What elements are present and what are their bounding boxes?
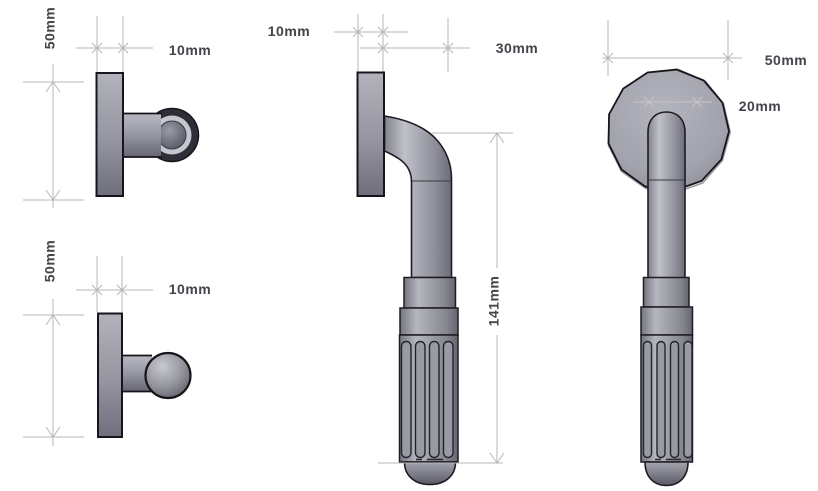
knob-model <box>97 312 192 438</box>
dim-label-thickness: 10mm <box>169 281 211 297</box>
knob-ball <box>144 351 192 400</box>
arrow-up-icon <box>45 81 61 93</box>
tick-cross-icon <box>91 42 103 54</box>
dim-thickness-lines <box>76 16 153 72</box>
handle-model-front <box>607 68 732 487</box>
dim-height-lines <box>23 299 84 446</box>
grip-collar-upper <box>642 276 690 308</box>
tick-cross-icon <box>91 284 103 296</box>
dim-label-height: 50mm <box>42 240 58 282</box>
dim-thickness-lines <box>76 256 153 312</box>
tick-cross-icon <box>691 96 703 108</box>
tick-cross-icon <box>117 42 129 54</box>
tick-cross-icon <box>377 42 389 54</box>
dim-length-lines <box>378 132 513 464</box>
grip-flutes <box>642 340 693 459</box>
stub-end-face <box>157 120 187 150</box>
handle-bend-arm <box>383 115 453 279</box>
stub-model <box>95 72 200 197</box>
stub-cylinder <box>123 114 161 157</box>
view-side-stub: 50mm 10mm <box>23 7 211 208</box>
wall-plate-side <box>95 72 124 197</box>
view-side-knob: 50mm 10mm <box>23 240 211 446</box>
arrow-up-icon <box>489 132 505 144</box>
grip-end-cap <box>403 461 457 486</box>
dim-label-length: 141mm <box>486 276 502 327</box>
dim-label-thickness: 10mm <box>268 23 310 39</box>
tick-cross-icon <box>722 52 734 64</box>
tick-cross-icon <box>602 52 614 64</box>
arrow-down-icon <box>45 426 61 438</box>
dim-diameter-lines <box>602 20 742 80</box>
dim-label-thickness: 10mm <box>169 42 211 58</box>
grip-collar-lower <box>399 307 459 336</box>
handle-tube-front <box>647 111 686 279</box>
tick-cross-icon <box>442 42 454 54</box>
dim-label-diameter: 50mm <box>765 52 807 68</box>
grip-flutes <box>400 340 454 459</box>
dim-height-lines <box>23 64 84 208</box>
tick-cross-icon <box>377 26 389 38</box>
tick-cross-icon <box>643 96 655 108</box>
tick-cross-icon <box>116 284 128 296</box>
dim-label-tube: 20mm <box>739 98 781 114</box>
grip-end-cap <box>644 461 689 487</box>
grip-collar-upper <box>403 276 457 309</box>
handle-model-side <box>356 71 459 486</box>
grip-collar-lower <box>640 306 694 336</box>
wall-plate-side <box>356 71 385 197</box>
dim-label-projection: 30mm <box>496 40 538 56</box>
arrow-down-icon <box>489 452 505 464</box>
arrow-down-icon <box>45 189 61 201</box>
wall-plate-side <box>97 312 123 438</box>
view-side-handle: 10mm 30mm 141mm <box>268 14 538 486</box>
arrow-up-icon <box>45 314 61 326</box>
tick-cross-icon <box>352 26 364 38</box>
view-front-handle: 50mm 20mm <box>602 20 807 487</box>
dim-label-height: 50mm <box>42 7 58 49</box>
dim-tube-lines <box>633 96 712 108</box>
dim-top-lines <box>334 14 470 72</box>
